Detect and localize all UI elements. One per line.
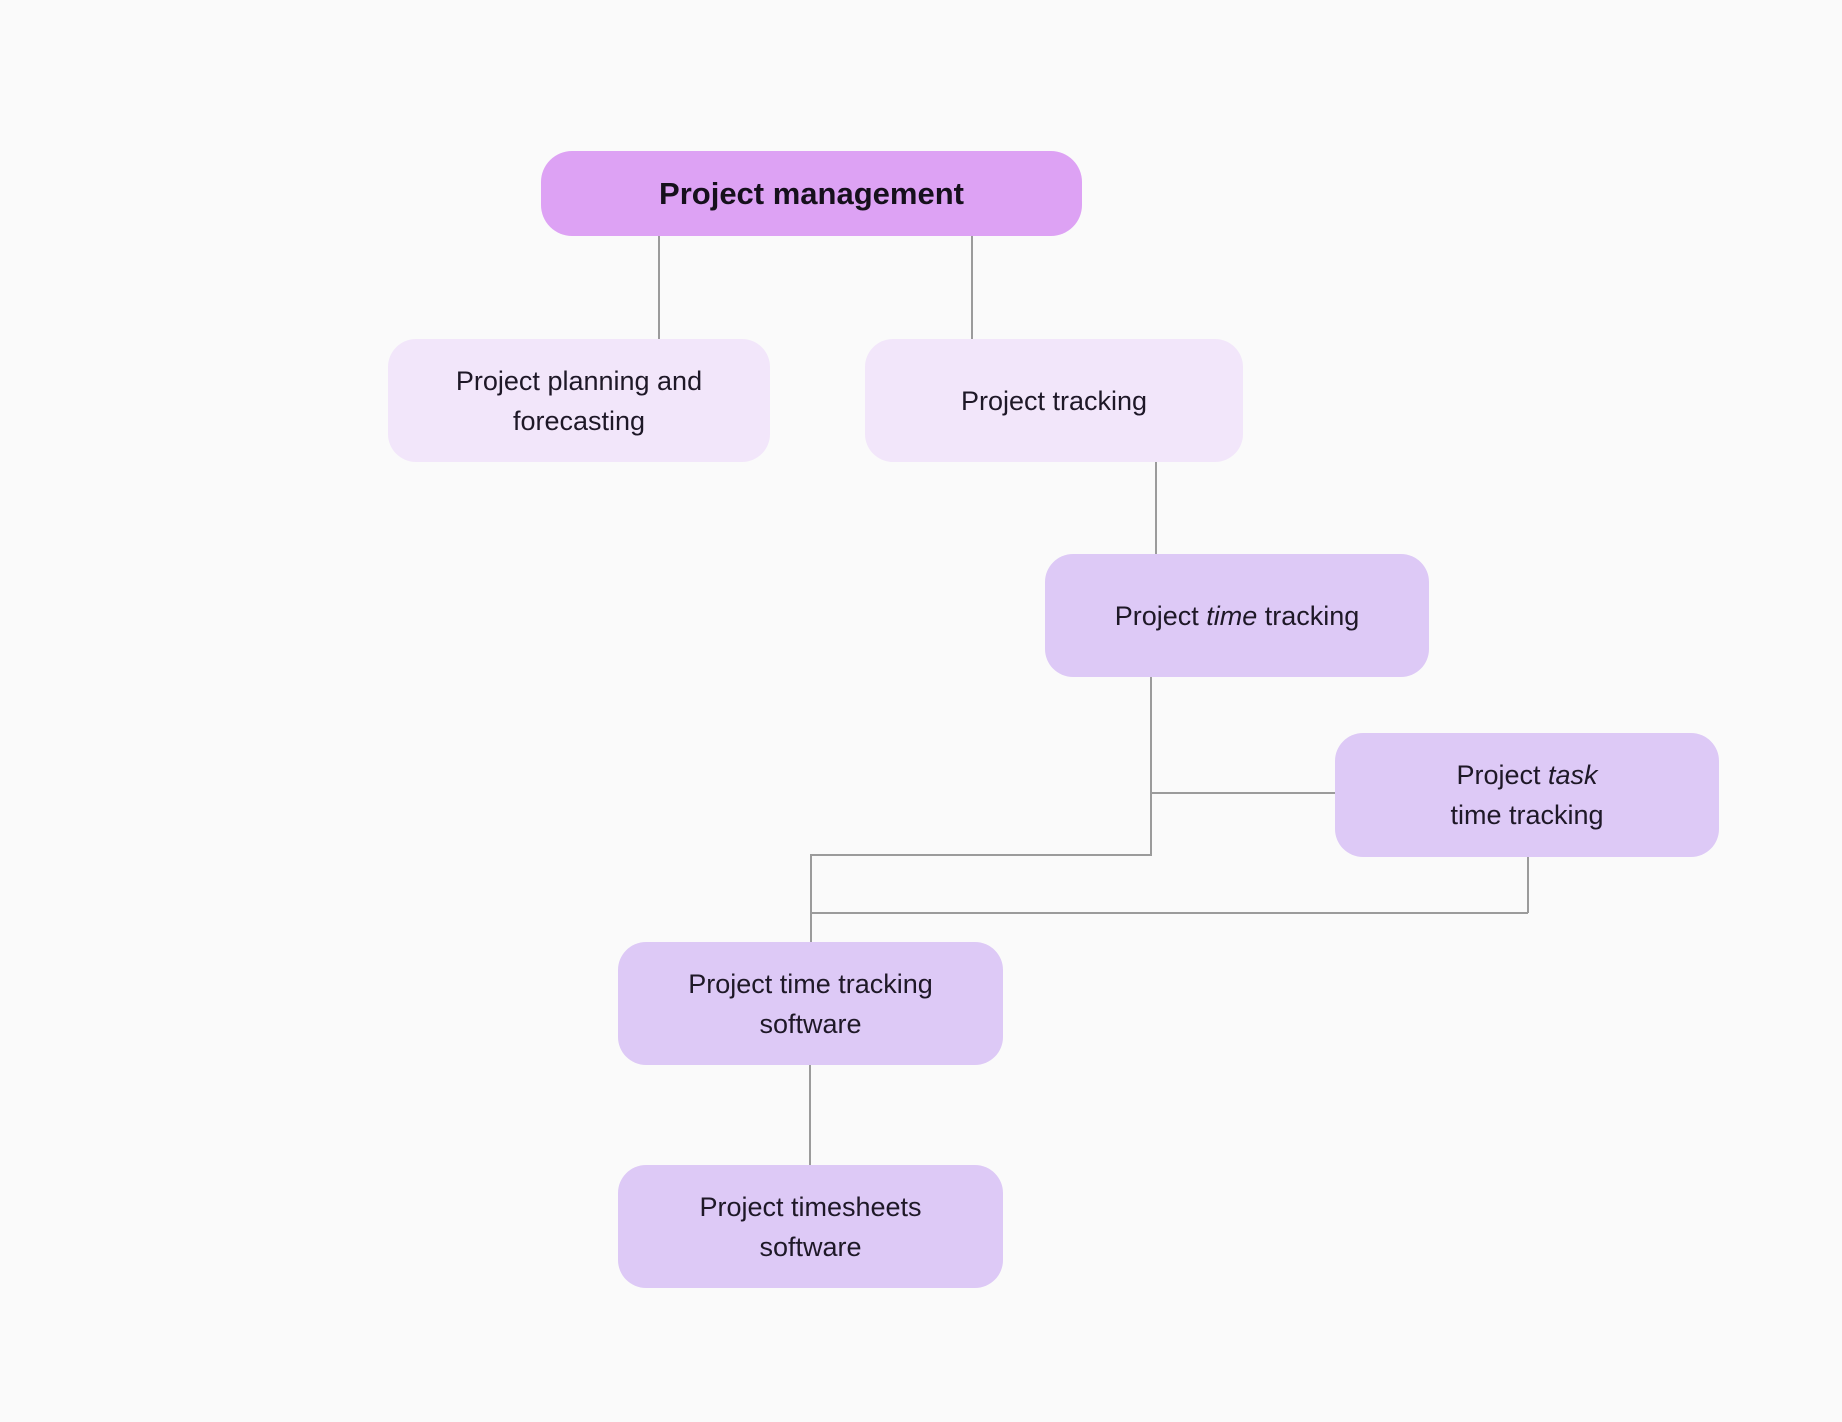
connector-segment: [658, 236, 660, 339]
node-project-planning-and-forecasting[interactable]: Project planning and forecasting: [388, 339, 770, 462]
connector-segment: [810, 912, 1528, 914]
node-project-tracking[interactable]: Project tracking: [865, 339, 1243, 462]
node-label-line: Project tracking: [961, 381, 1147, 421]
node-label-segment-italic: task: [1548, 760, 1598, 790]
node-project-time-tracking[interactable]: Project time tracking: [1045, 554, 1429, 677]
node-label-segment: Project timesheets: [699, 1191, 922, 1222]
connector-segment: [809, 1065, 811, 1165]
node-label-line: Project timesheets: [699, 1187, 921, 1227]
connector-segment: [971, 236, 973, 339]
node-label-segment: Project: [1114, 600, 1207, 631]
node-label-segment: Project time tracking: [688, 968, 933, 999]
node-label-segment: software: [759, 1008, 862, 1039]
node-label-segment: Project tracking: [960, 385, 1148, 416]
node-label-line: time tracking: [1450, 795, 1603, 835]
node-label-segment: time tracking: [1450, 800, 1604, 830]
node-label-line: Project management: [659, 175, 964, 213]
node-label-segment-italic: time: [1206, 600, 1258, 631]
connector-segment: [810, 854, 1152, 856]
node-project-task-time-tracking[interactable]: Project task time tracking: [1335, 733, 1719, 857]
node-label-segment: forecasting: [512, 405, 646, 436]
node-project-timesheets-software[interactable]: Project timesheets software: [618, 1165, 1003, 1288]
connector-segment: [1150, 677, 1152, 855]
node-label-line: software: [759, 1004, 861, 1044]
node-label-line: Project time tracking: [688, 964, 933, 1004]
node-label-segment: Project planning and: [455, 365, 703, 396]
node-label-segment: software: [759, 1231, 862, 1262]
node-project-management[interactable]: Project management: [541, 151, 1082, 236]
node-label-line: Project planning and: [456, 361, 702, 401]
connector-segment: [1151, 792, 1335, 794]
connector-segment: [810, 854, 812, 942]
node-label-line: Project task: [1456, 755, 1597, 795]
node-label-line: software: [759, 1227, 861, 1267]
node-label-segment: Project management: [659, 175, 964, 211]
connector-segment: [1527, 857, 1529, 913]
node-label-segment: tracking: [1257, 600, 1360, 631]
node-label-line: forecasting: [513, 401, 645, 441]
node-label-segment: Project: [1456, 760, 1548, 790]
node-project-time-tracking-software[interactable]: Project time tracking software: [618, 942, 1003, 1065]
node-label-line: Project time tracking: [1115, 596, 1360, 636]
connector-segment: [1155, 462, 1157, 554]
